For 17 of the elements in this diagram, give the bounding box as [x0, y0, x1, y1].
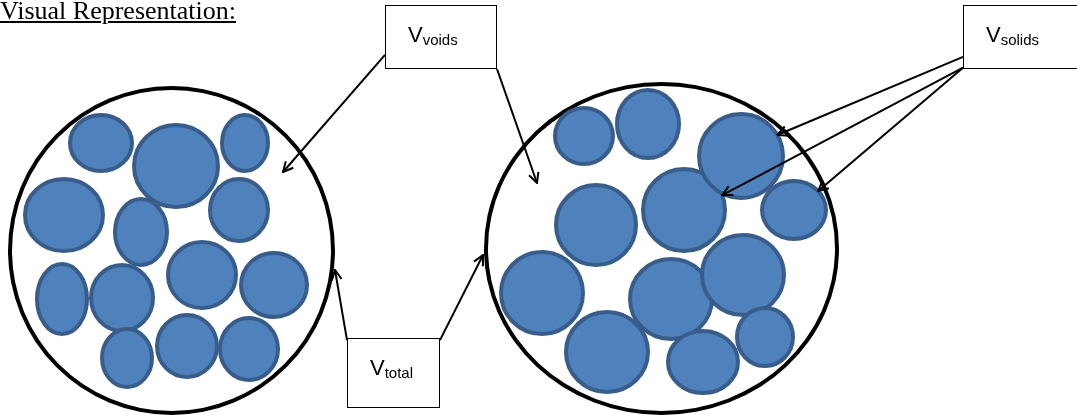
leader-line	[776, 55, 964, 137]
callout-box	[347, 338, 440, 408]
heading: Visual Representation:	[0, 0, 236, 26]
leader-line	[439, 254, 484, 342]
leader-line	[721, 66, 964, 197]
callout-label: V$_{total}$	[370, 355, 414, 381]
callout-box	[385, 5, 497, 69]
leader-line	[330, 269, 348, 342]
leader-line	[817, 66, 964, 192]
solid-particle	[760, 179, 828, 241]
callout-label: V$_{voids}$	[408, 22, 458, 48]
container-circle	[484, 82, 839, 415]
leader-line	[496, 68, 540, 184]
callout-box	[963, 5, 1077, 69]
callout-label: V$_{solids}$	[986, 22, 1040, 48]
container-circle	[8, 86, 335, 415]
leader-line	[282, 53, 386, 173]
